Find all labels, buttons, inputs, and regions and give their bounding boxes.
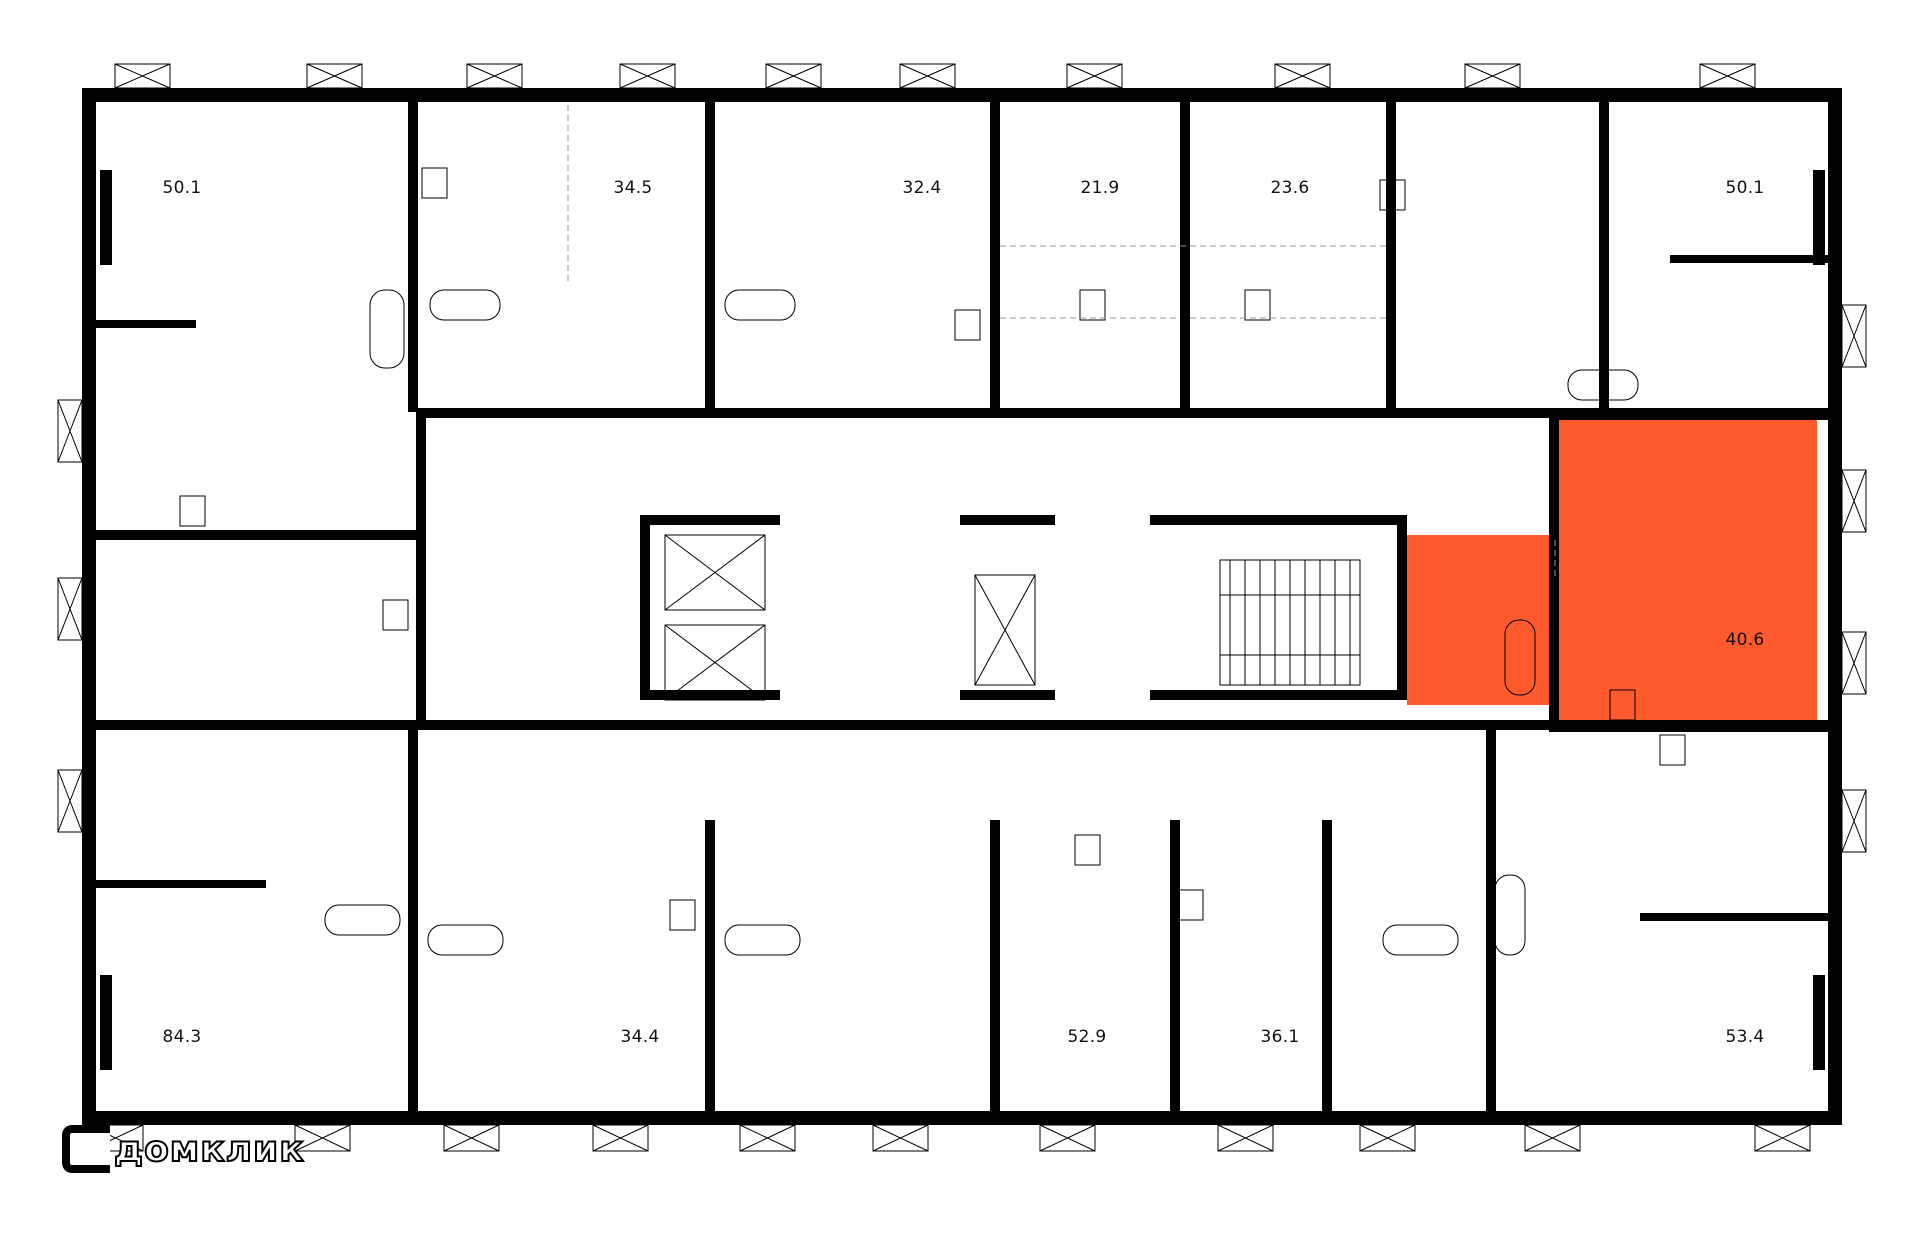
bathtub [1504, 619, 1536, 696]
stove [179, 495, 206, 527]
balcony [1754, 1124, 1811, 1152]
balcony [1274, 63, 1331, 89]
balcony [899, 63, 956, 89]
bathtub [1494, 874, 1526, 956]
stove [1177, 889, 1204, 921]
domclick-logo-icon [62, 1125, 110, 1173]
unit-area-label[interactable]: 53.4 [1725, 1027, 1765, 1047]
unit-area-label[interactable]: 50.1 [162, 178, 202, 198]
bathtub [324, 904, 401, 936]
balcony [1841, 304, 1867, 368]
balcony [57, 399, 83, 463]
bathtub [724, 289, 796, 321]
balcony [57, 577, 83, 641]
stove [669, 899, 696, 931]
unit-area-label[interactable]: 21.9 [1080, 178, 1120, 198]
bathtub [724, 924, 801, 956]
balcony [592, 1124, 649, 1152]
stove [421, 167, 448, 199]
balcony [1039, 1124, 1096, 1152]
unit-area-label[interactable]: 32.4 [902, 178, 942, 198]
balcony [739, 1124, 796, 1152]
balcony [1841, 631, 1867, 695]
domclick-watermark: домклик [62, 1125, 305, 1173]
bathtub [429, 289, 501, 321]
stove [1244, 289, 1271, 321]
balcony [765, 63, 822, 89]
unit-area-label[interactable]: 36.1 [1260, 1027, 1300, 1047]
elevator [664, 534, 766, 611]
unit-area-label[interactable]: 23.6 [1270, 178, 1310, 198]
balcony [114, 63, 171, 89]
stairs [1219, 559, 1361, 686]
bathtub [1567, 369, 1639, 401]
elevator [664, 624, 766, 701]
bathtub [369, 289, 405, 369]
balcony [1841, 469, 1867, 533]
balcony [306, 63, 363, 89]
watermark-text: домклик [113, 1128, 305, 1171]
balcony [294, 1124, 351, 1152]
bathtub [1382, 924, 1459, 956]
balcony [1066, 63, 1123, 89]
balcony [1464, 63, 1521, 89]
stove [954, 309, 981, 341]
unit-area-label[interactable]: 50.1 [1725, 178, 1765, 198]
balcony [619, 63, 676, 89]
stove [1074, 834, 1101, 866]
bathtub [427, 924, 504, 956]
stove [382, 599, 409, 631]
balcony [466, 63, 523, 89]
unit-area-label[interactable]: 52.9 [1067, 1027, 1107, 1047]
stove [1609, 689, 1636, 721]
stove [1079, 289, 1106, 321]
unit-area-label[interactable]: 34.5 [613, 178, 653, 198]
unit-area-label[interactable]: 34.4 [620, 1027, 660, 1047]
selected-unit-area-label[interactable]: 40.6 [1725, 630, 1765, 650]
balcony [1841, 789, 1867, 853]
balcony [1524, 1124, 1581, 1152]
stove [1379, 179, 1406, 211]
highlighted-unit-40-6[interactable] [1407, 420, 1817, 721]
elevator [974, 574, 1036, 686]
balcony [443, 1124, 500, 1152]
balcony [1359, 1124, 1416, 1152]
stove [1659, 734, 1686, 766]
unit-area-label[interactable]: 84.3 [162, 1027, 202, 1047]
balcony [57, 769, 83, 833]
balcony [872, 1124, 929, 1152]
balcony [1217, 1124, 1274, 1152]
balcony [1699, 63, 1756, 89]
